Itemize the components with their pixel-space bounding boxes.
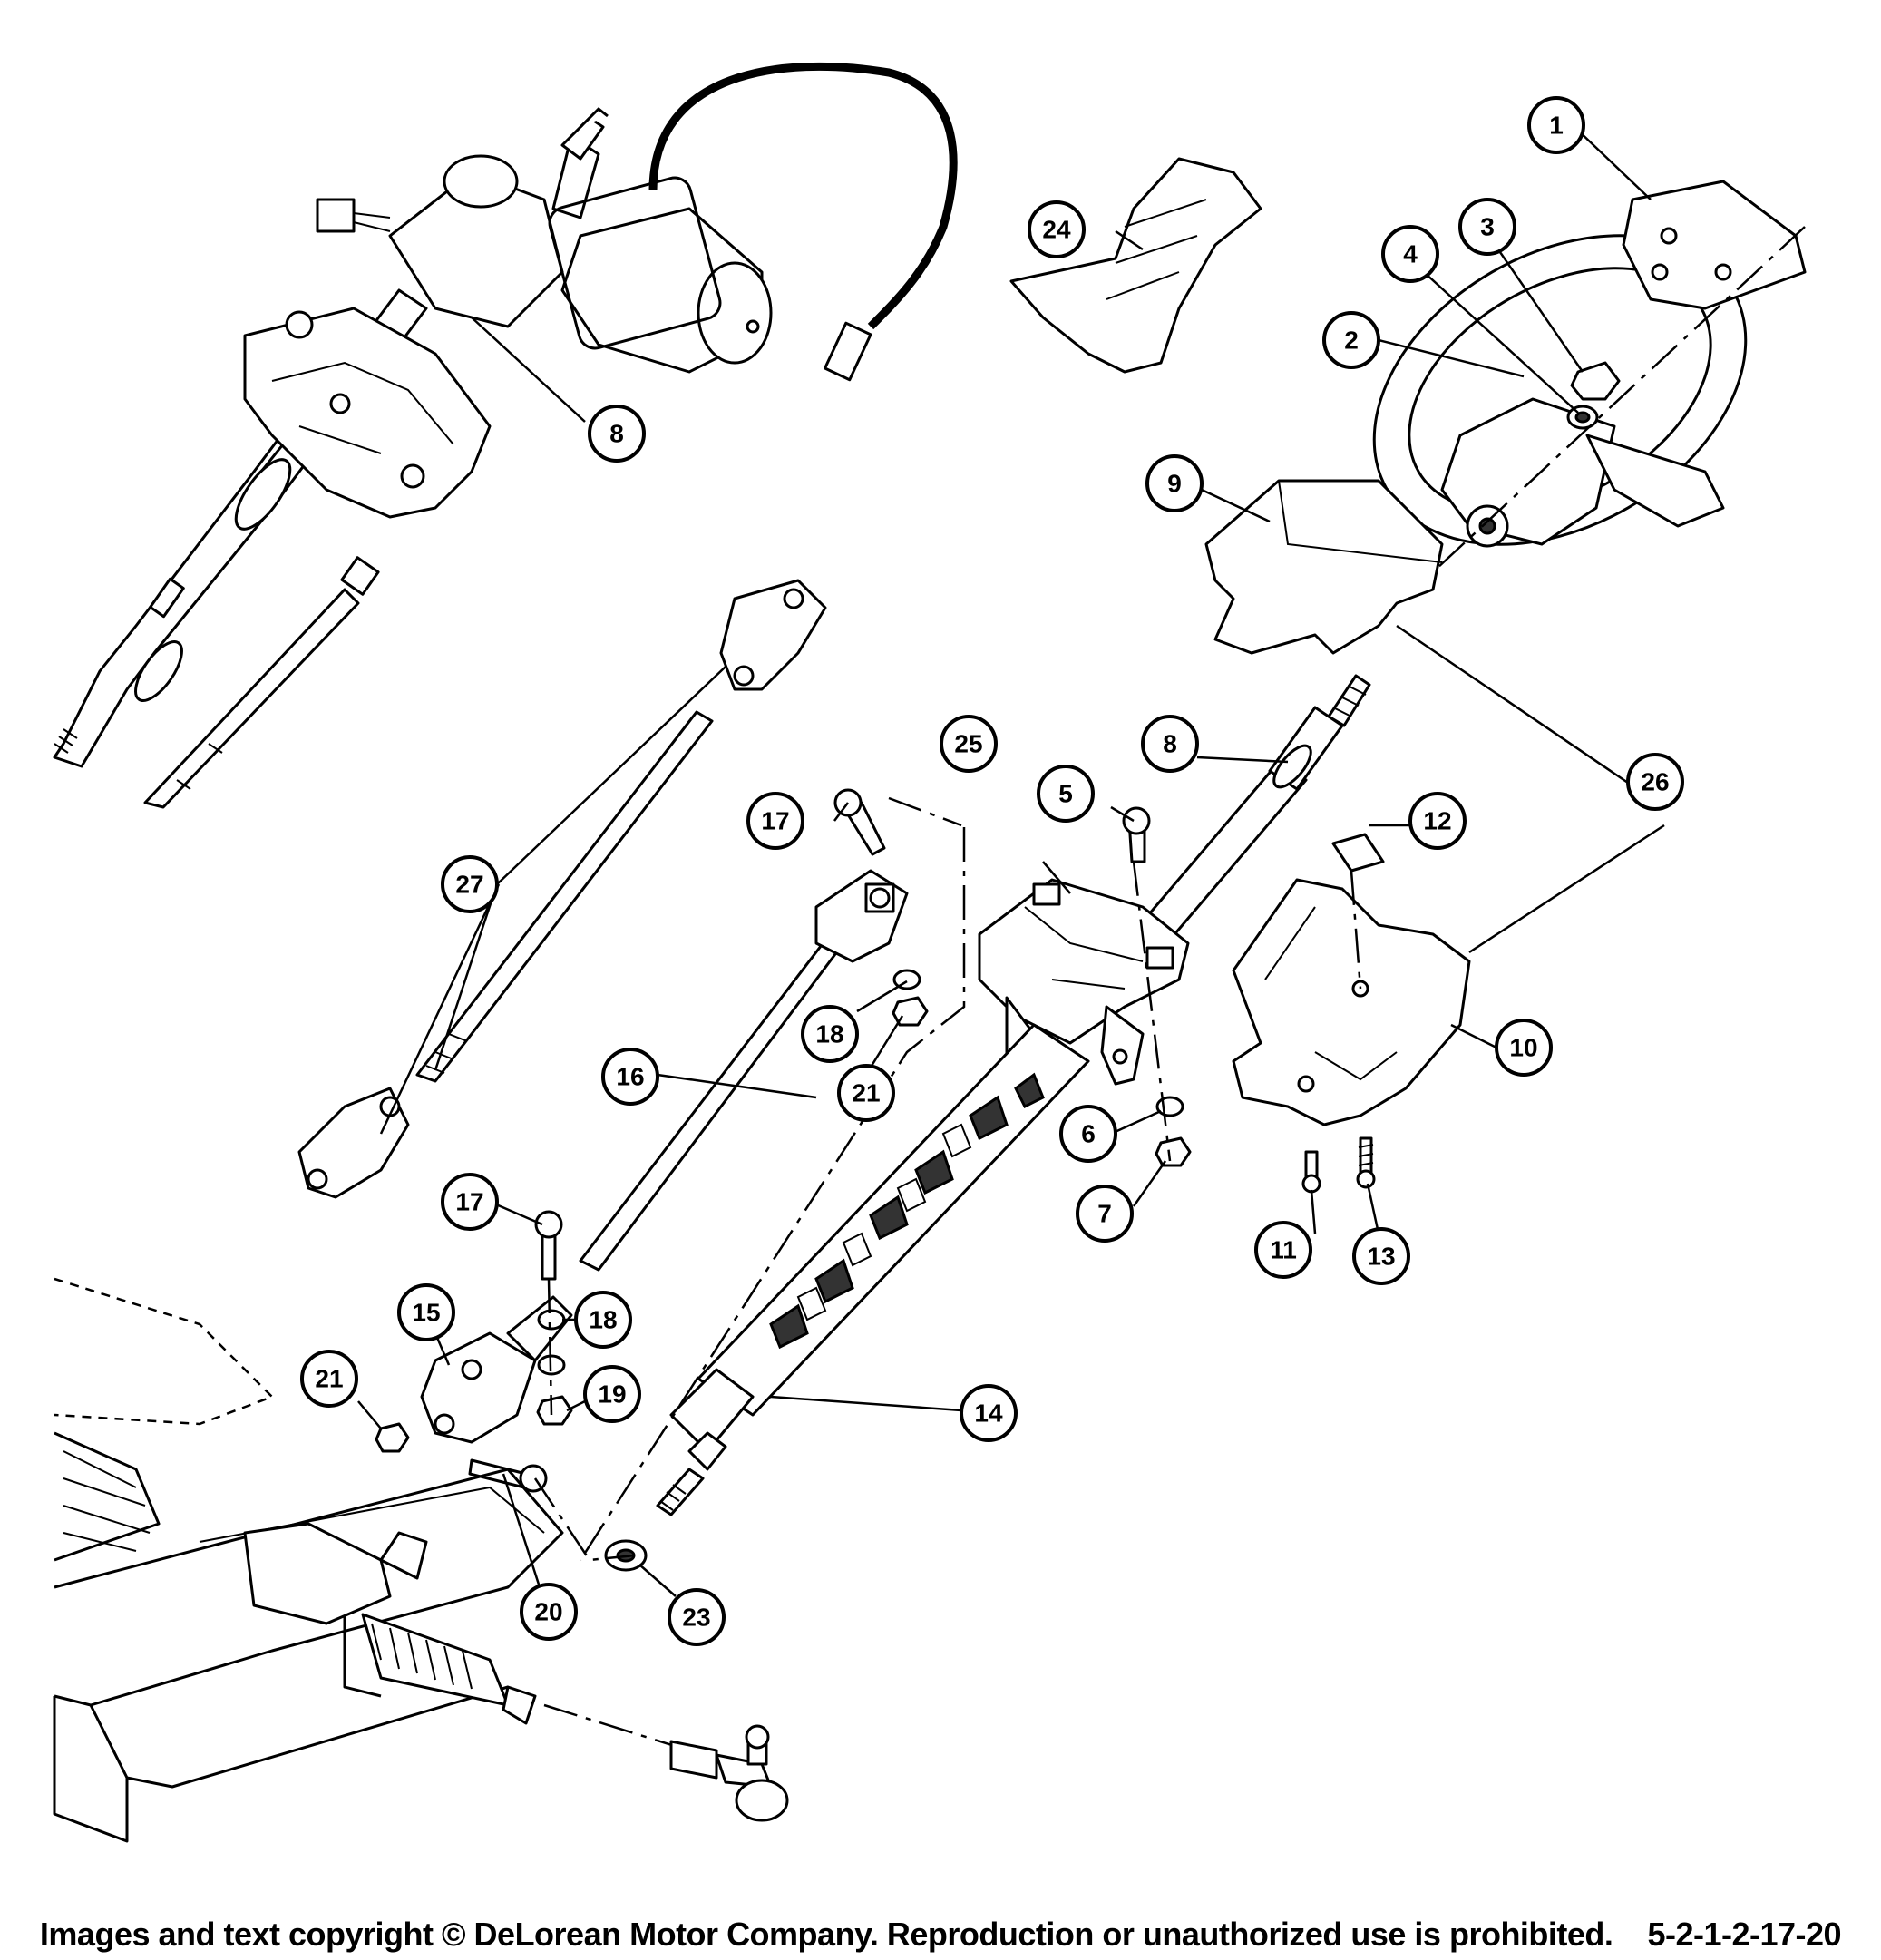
callout-16: 16 (601, 1048, 659, 1106)
centerline-17-top (888, 796, 962, 827)
centerline-17-lower (547, 1278, 553, 1416)
callout-label: 10 (1509, 1034, 1537, 1062)
horn-pad (1622, 180, 1807, 310)
callout-label: 19 (598, 1380, 626, 1409)
callout-label: 17 (455, 1188, 483, 1216)
centerline-clip-12 (1350, 870, 1362, 990)
centerline-tie-rod (543, 1703, 690, 1752)
callout-label: 21 (852, 1079, 880, 1107)
callout-1: 1 (1527, 96, 1585, 154)
steering-wheel (1372, 234, 1748, 548)
callout-label: 21 (315, 1365, 343, 1393)
callout-label: 7 (1097, 1200, 1112, 1228)
callout-21-upper: 21 (837, 1064, 895, 1122)
callout-label: 2 (1344, 327, 1359, 355)
callout-label: 3 (1480, 213, 1495, 241)
intermediate-shaft (579, 869, 909, 1272)
callout-8-lower: 8 (1141, 715, 1199, 773)
upper-shroud (1204, 479, 1444, 655)
callout-4: 4 (1381, 225, 1439, 283)
callout-label: 26 (1641, 768, 1669, 796)
callout-label: 24 (1042, 216, 1071, 244)
callout-8-upper: 8 (588, 405, 646, 463)
callout-label: 13 (1367, 1243, 1395, 1271)
callout-5: 5 (1037, 765, 1095, 823)
callout-label: 27 (455, 871, 483, 899)
callout-label: 25 (954, 730, 982, 758)
callout-label: 1 (1549, 112, 1564, 140)
column-mounting-bracket (978, 878, 1190, 1086)
callout-17-lower: 17 (441, 1173, 499, 1231)
copyright-text: Images and text copyright © DeLorean Mot… (39, 1916, 1613, 1953)
callout-label: 20 (534, 1598, 562, 1626)
callout-15: 15 (397, 1283, 455, 1341)
callout-18-lower: 18 (574, 1291, 632, 1349)
callout-label: 8 (609, 420, 624, 448)
callout-19: 19 (583, 1365, 641, 1423)
leader-lines (357, 126, 1665, 1597)
callout-7: 7 (1076, 1185, 1134, 1243)
callout-9: 9 (1145, 454, 1204, 512)
part-code: 5-2-1-2-17-20 (1647, 1916, 1842, 1953)
callout-label: 17 (761, 807, 789, 835)
callout-label: 12 (1423, 807, 1451, 835)
steering-axis-line (1423, 226, 1806, 581)
callout-25: 25 (940, 715, 998, 773)
callout-6: 6 (1059, 1105, 1117, 1163)
callout-label: 8 (1163, 730, 1177, 758)
callout-3: 3 (1458, 198, 1516, 256)
callout-12: 12 (1408, 792, 1467, 850)
callout-label: 15 (412, 1299, 440, 1327)
callout-label: 18 (815, 1020, 843, 1048)
callout-label: 11 (1270, 1236, 1297, 1264)
callout-23: 23 (668, 1588, 726, 1646)
centerline-16 (579, 827, 966, 1561)
lower-shroud (1232, 878, 1471, 1126)
lower-collapsible-column (656, 1023, 1090, 1516)
inner-shaft (143, 556, 380, 809)
centerline-bolt-5 (1132, 861, 1172, 1162)
callout-17-upper: 17 (746, 792, 804, 850)
steering-column-assembly-upper (53, 62, 958, 768)
callout-13: 13 (1352, 1227, 1410, 1285)
callout-label: 9 (1167, 470, 1182, 498)
callout-label: 18 (589, 1306, 617, 1334)
callout-14: 14 (960, 1384, 1018, 1442)
callout-26: 26 (1626, 753, 1684, 811)
callout-20: 20 (520, 1583, 578, 1641)
callout-27: 27 (441, 855, 499, 913)
vehicle-body-floor (53, 1277, 564, 1843)
steering-rack-and-tie-rod (243, 1522, 789, 1822)
copyright-footer: Images and text copyright © DeLorean Mot… (0, 1916, 1881, 1954)
callout-21-lower: 21 (300, 1350, 358, 1408)
callout-2: 2 (1322, 311, 1380, 369)
callout-label: 16 (616, 1063, 644, 1091)
callout-label: 23 (682, 1604, 710, 1632)
centerline-lower (533, 1477, 636, 1562)
callout-label: 14 (974, 1399, 1003, 1428)
lower-shaft-with-u-joints (297, 579, 827, 1199)
callout-18-upper: 18 (801, 1005, 859, 1063)
callout-label: 6 (1081, 1120, 1096, 1148)
callout-11: 11 (1254, 1221, 1312, 1279)
callout-label: 5 (1058, 780, 1073, 808)
callout-24: 24 (1028, 200, 1086, 258)
callout-10: 10 (1495, 1019, 1553, 1077)
lower-u-joint (420, 1295, 573, 1444)
callout-label: 4 (1403, 240, 1418, 268)
column-boot (1009, 157, 1262, 374)
steering-nut-and-washer (1566, 361, 1621, 430)
